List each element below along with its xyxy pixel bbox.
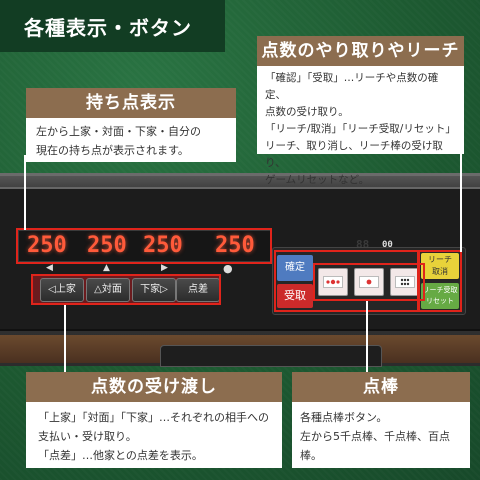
callout-line: 各種点棒ボタン。 — [300, 411, 388, 424]
riichi-receive-reset-button[interactable]: リーチ受取 リセット — [421, 283, 459, 309]
callout-line: 点数の受け取り。 — [265, 106, 349, 118]
callout-line: 左から5千点棒、千点棒、百点棒。 — [300, 430, 450, 462]
callout-body: 「確認」「受取」…リーチや点数の確定、 点数の受け取り。 「リーチ/取消」「リー… — [257, 66, 464, 193]
shimocha-button[interactable]: 下家▷ — [132, 278, 176, 302]
score-display-highlight — [16, 228, 272, 264]
callout-body: 「上家」「対面」「下家」…それぞれの相手への 支払い・受け取り。 「点差」…他家… — [26, 402, 282, 471]
device-slot — [160, 345, 382, 367]
callout-line: 「リーチ/取消」「リーチ受取/リセット」 — [265, 123, 456, 135]
toimen-button[interactable]: △対面 — [86, 278, 130, 302]
pass-callout: 点数の受け渡し 「上家」「対面」「下家」…それぞれの相手への 支払い・受け取り。… — [26, 372, 282, 468]
cancel-label: 取消 — [432, 267, 448, 276]
side-led: 00 — [382, 240, 393, 250]
callout-line: リーチ、取り消し、リーチ棒の受け取り、 — [265, 140, 443, 169]
kakutei-button[interactable]: 確定 — [277, 255, 313, 281]
callout-line: 「上家」「対面」「下家」…それぞれの相手への — [38, 411, 269, 424]
page-title: 各種表示・ボタン — [24, 15, 192, 40]
stick-1000-button[interactable] — [354, 268, 384, 296]
stick-5000-button[interactable] — [318, 268, 348, 296]
title-bar: 各種表示・ボタン — [0, 0, 225, 52]
score-kamicha: 250 — [27, 233, 67, 258]
exchange-callout: 点数のやり取りやリーチ 「確認」「受取」…リーチや点数の確定、 点数の受け取り。… — [257, 36, 464, 186]
score-toimen: 250 — [87, 233, 127, 258]
stick-100-button[interactable] — [390, 268, 420, 296]
callout-line: 左から上家・対面・下家・自分の — [36, 125, 201, 138]
score-display: 250 250 250 250 — [18, 230, 272, 262]
riichi-highlight — [418, 250, 462, 312]
sticks-callout: 点棒 各種点棒ボタン。 左から5千点棒、千点棒、百点棒。 — [292, 372, 470, 468]
stick-100-icon — [395, 276, 415, 288]
callout-line: 「確認」「受取」…リーチや点数の確定、 — [265, 72, 439, 101]
right-arrow-icon: ▶ — [161, 263, 168, 273]
callout-heading: 点棒 — [292, 372, 470, 402]
stick-5000-icon — [323, 276, 343, 288]
score-shimocha: 250 — [143, 233, 183, 258]
juryo-button[interactable]: 受取 — [277, 284, 313, 308]
self-dot-icon: ● — [223, 262, 233, 275]
pass-buttons-highlight — [31, 274, 221, 305]
callout-heading: 点数の受け渡し — [26, 372, 282, 402]
connector-pass — [64, 305, 66, 375]
callout-line: 現在の持ち点が表示されます。 — [36, 144, 189, 157]
riichi-label: リーチ — [428, 255, 452, 264]
connector-sticks — [366, 301, 368, 374]
stick-1000-icon — [359, 276, 379, 288]
up-arrow-icon: ▲ — [103, 263, 110, 273]
riichi-cancel-button[interactable]: リーチ 取消 — [421, 253, 459, 279]
sticks-highlight — [313, 263, 425, 301]
callout-heading: 点数のやり取りやリーチ — [257, 36, 464, 66]
score-display-callout: 持ち点表示 左から上家・対面・下家・自分の 現在の持ち点が表示されます。 — [26, 88, 236, 162]
callout-heading: 持ち点表示 — [26, 88, 236, 118]
riichi-receive-label: リーチ受取 — [422, 286, 458, 294]
callout-line: ゲームリセットなど。 — [265, 174, 370, 186]
kamicha-button[interactable]: ◁上家 — [40, 278, 84, 302]
connector-exchange — [460, 150, 462, 252]
left-arrow-icon: ◀ — [46, 263, 53, 273]
score-self: 250 — [215, 233, 255, 258]
tensa-button[interactable]: 点差 — [176, 278, 220, 302]
callout-body: 各種点棒ボタン。 左から5千点棒、千点棒、百点棒。 — [292, 402, 470, 471]
reset-label: リセット — [426, 297, 454, 305]
callout-line: 「点差」…他家との点差を表示。 — [38, 449, 203, 462]
callout-body: 左から上家・対面・下家・自分の 現在の持ち点が表示されます。 — [26, 118, 236, 164]
callout-line: 支払い・受け取り。 — [38, 430, 137, 443]
connector-score — [24, 155, 26, 230]
